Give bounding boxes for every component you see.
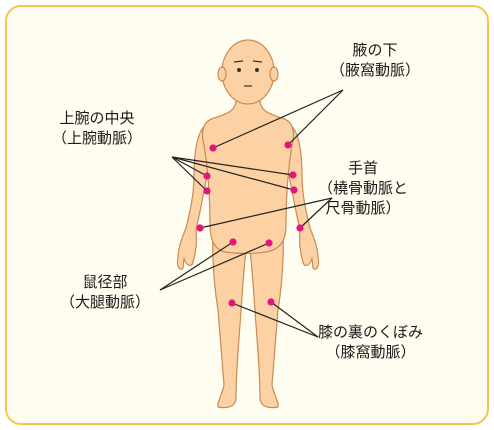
- pulse-point-wrist-right: [296, 224, 303, 231]
- label-wrist: 手首 （橈骨動脈と 尺骨動脈）: [318, 158, 408, 218]
- head: [222, 40, 274, 104]
- label-wrist-line2: （橈骨動脈と: [318, 178, 408, 198]
- pulse-point-axilla-right: [284, 141, 291, 148]
- human-body-figure: [177, 40, 318, 408]
- right-arm: [288, 125, 319, 269]
- label-knee-line2: （膝窩動脈）: [318, 342, 423, 362]
- pulse-point-groin-right: [265, 239, 272, 246]
- pulse-point-axilla-left: [209, 144, 216, 151]
- left-arm: [177, 125, 208, 269]
- left-eye: [237, 68, 241, 72]
- right-ear: [270, 67, 278, 81]
- label-upper-arm: 上腕の中央 （上腕動脈）: [52, 108, 142, 148]
- label-upper-arm-line1: 上腕の中央: [52, 108, 142, 128]
- label-axilla-line2: （腋窩動脈）: [330, 60, 420, 80]
- label-groin: 鼠径部 （大腿動脈）: [60, 272, 150, 312]
- label-knee-line1: 膝の裏のくぼみ: [318, 322, 423, 342]
- pulse-point-knee-right: [267, 298, 274, 305]
- label-knee: 膝の裏のくぼみ （膝窩動脈）: [318, 322, 423, 362]
- left-ear: [218, 67, 226, 81]
- right-eye: [255, 68, 259, 72]
- pulse-point-upperarm-right-1: [289, 171, 296, 178]
- torso: [202, 100, 293, 254]
- label-upper-arm-line2: （上腕動脈）: [52, 128, 142, 148]
- label-wrist-line1: 手首: [318, 158, 408, 178]
- pulse-point-knee-left: [228, 299, 235, 306]
- leader-knee-right: [271, 302, 318, 337]
- pulse-point-upperarm-left-1: [203, 172, 210, 179]
- pulse-point-wrist-left: [196, 224, 203, 231]
- label-wrist-line3: 尺骨動脈）: [318, 198, 408, 218]
- left-leg: [213, 232, 247, 408]
- pulse-point-groin-left: [229, 238, 236, 245]
- label-groin-line2: （大腿動脈）: [60, 292, 150, 312]
- leader-axilla-right: [288, 90, 343, 145]
- label-groin-line1: 鼠径部: [60, 272, 150, 292]
- label-axilla: 腋の下 （腋窩動脈）: [330, 40, 420, 80]
- pulse-point-upperarm-right-2: [290, 186, 297, 193]
- right-leg: [249, 232, 283, 408]
- label-axilla-line1: 腋の下: [330, 40, 420, 60]
- pulse-point-upperarm-left-2: [203, 187, 210, 194]
